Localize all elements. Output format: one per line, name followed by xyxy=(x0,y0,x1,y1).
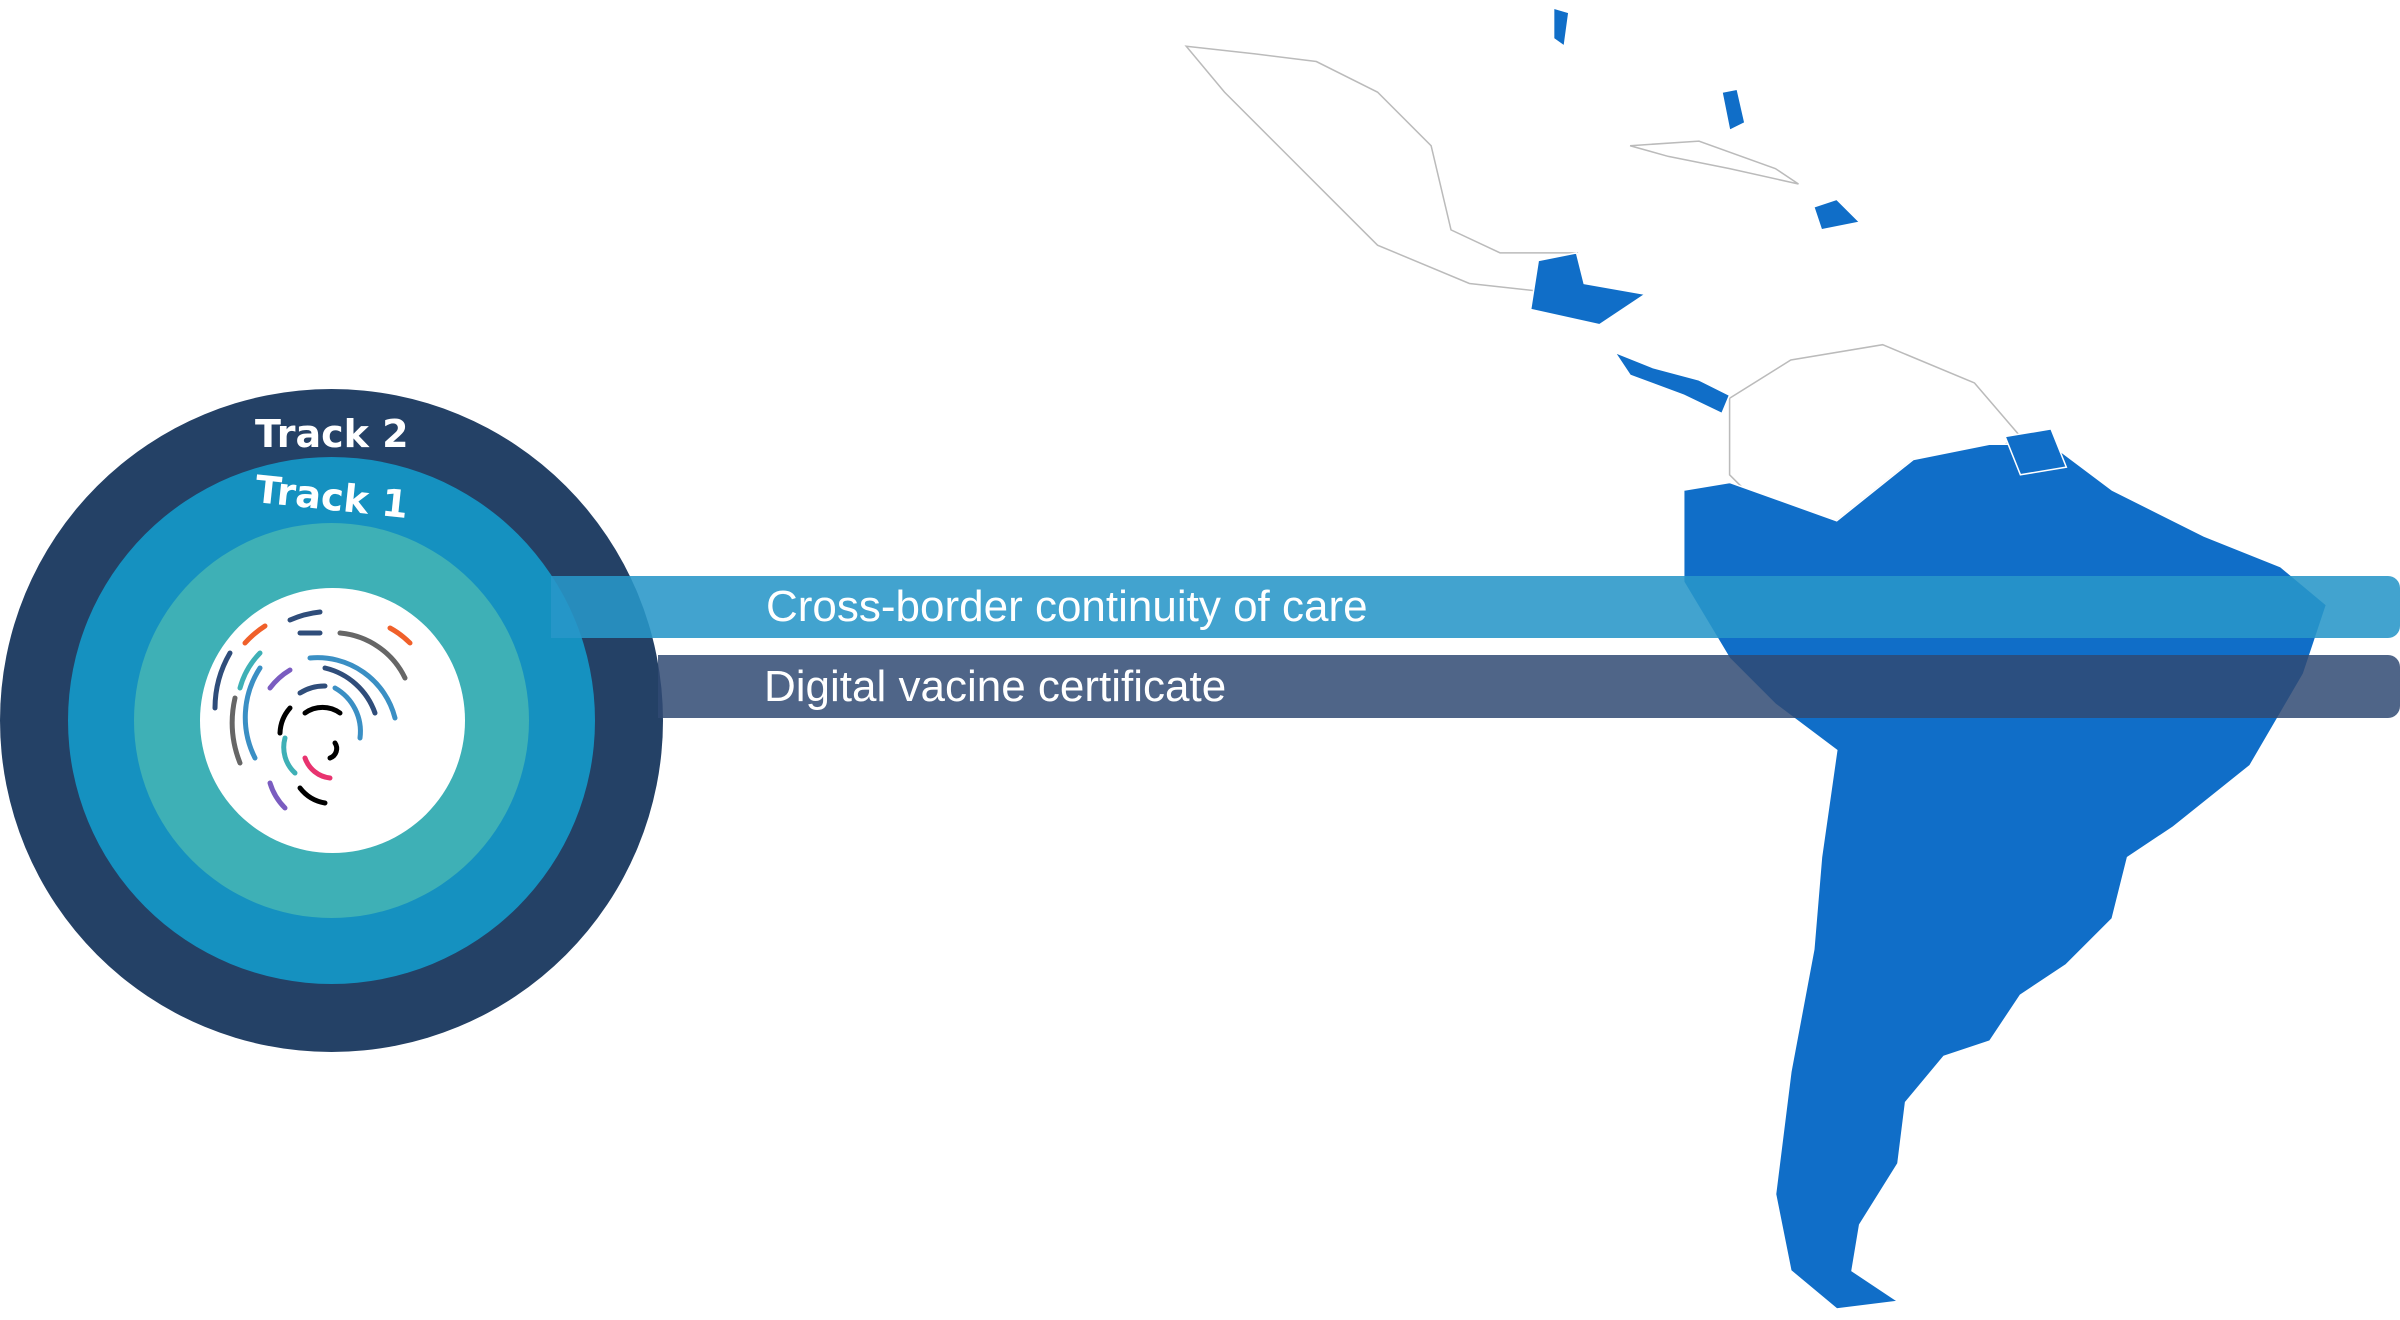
costa-rica-panama-highlight xyxy=(1612,350,1731,415)
guyana-highlight xyxy=(2004,428,2068,476)
bahamas-highlight xyxy=(1552,6,1746,132)
digital-vaccine-certificate-label: Digital vacine certificate xyxy=(764,661,1227,711)
track-2-label: Track 2 xyxy=(255,412,409,456)
cross-border-care-label: Cross-border continuity of care xyxy=(766,582,1368,631)
south-america-highlight xyxy=(1682,443,2328,1310)
fingerprint-logo-icon xyxy=(212,609,413,811)
digital-vaccine-certificate-bar: Digital vacine certificate xyxy=(658,655,2400,718)
dominican-republic-highlight xyxy=(1812,198,1862,231)
mexico-outline xyxy=(1184,45,1579,292)
cuba-outline xyxy=(1629,140,1799,185)
cross-border-care-bar: Cross-border continuity of care xyxy=(551,576,2400,638)
guatemala-honduras-highlight xyxy=(1529,251,1648,326)
